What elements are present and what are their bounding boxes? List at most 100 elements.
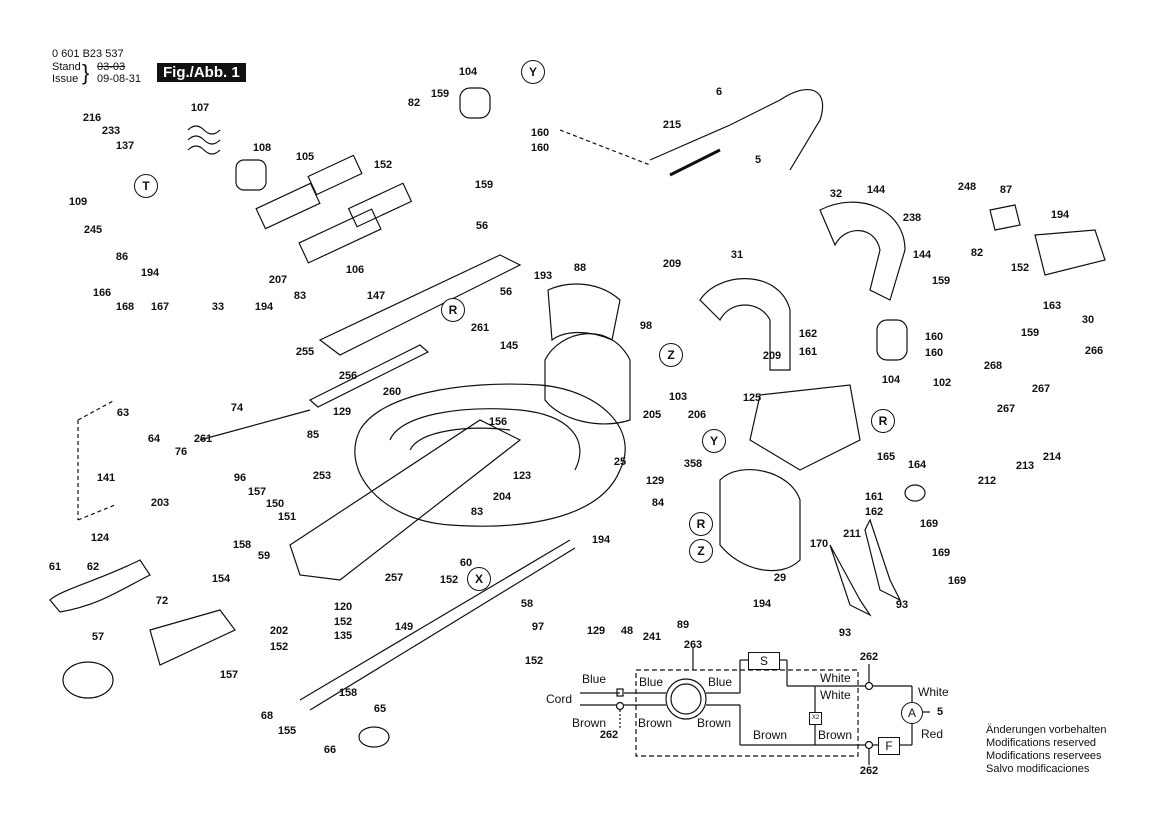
figure-title: Fig./Abb. 1 bbox=[157, 63, 246, 82]
part-number-label: 233 bbox=[101, 125, 121, 137]
part-number-label: 93 bbox=[895, 599, 909, 611]
issue-date: 09-08-31 bbox=[97, 73, 142, 85]
part-number-label: 206 bbox=[687, 409, 707, 421]
callout-r: R bbox=[689, 512, 713, 536]
part-number-label: 152 bbox=[439, 574, 459, 586]
rail-260 bbox=[308, 344, 430, 408]
part-number-label: 29 bbox=[773, 572, 787, 584]
part-number-label: 63 bbox=[116, 407, 130, 419]
part-number-label: 165 bbox=[876, 451, 896, 463]
part-number-label: 194 bbox=[591, 534, 611, 546]
knob-164 bbox=[904, 484, 926, 502]
part-number-label: 25 bbox=[613, 456, 627, 468]
part-number-label: 193 bbox=[533, 270, 553, 282]
part-number-label: 152 bbox=[373, 159, 393, 171]
lever-62 bbox=[49, 559, 151, 613]
part-number-label: 147 bbox=[366, 290, 386, 302]
part-number-label: 202 bbox=[269, 625, 289, 637]
part-number-label: 261 bbox=[193, 433, 213, 445]
callout-t: T bbox=[134, 174, 158, 198]
part-number-label: 144 bbox=[866, 184, 886, 196]
knob-65 bbox=[358, 726, 390, 748]
part-number-label: 123 bbox=[512, 470, 532, 482]
part-number-label: 266 bbox=[1084, 345, 1104, 357]
part-number-label: 152 bbox=[269, 641, 289, 653]
part-number-label: 149 bbox=[394, 621, 414, 633]
part-number-label: 238 bbox=[902, 212, 922, 224]
part-number-label: 163 bbox=[1042, 300, 1062, 312]
part-number-label: 32 bbox=[829, 188, 843, 200]
part-number-label: 215 bbox=[662, 119, 682, 131]
part-number-label: 135 bbox=[333, 630, 353, 642]
part-number-label: 170 bbox=[809, 538, 829, 550]
part-number-label: 213 bbox=[1015, 460, 1035, 472]
part-number-label: 158 bbox=[338, 687, 358, 699]
rail-56 bbox=[318, 254, 522, 356]
note-fr: Modifications reservees bbox=[986, 750, 1102, 762]
part-number-label: 168 bbox=[115, 301, 135, 313]
wire-brown-cord: Brown bbox=[572, 716, 607, 730]
modification-notes: Änderungen vorbehalten Modifications res… bbox=[986, 724, 1106, 776]
part-number-label: 72 bbox=[155, 595, 169, 607]
wire-brown-mid: Brown bbox=[753, 728, 788, 742]
part-number-label: 256 bbox=[338, 370, 358, 382]
part-number-label: 267 bbox=[1031, 383, 1051, 395]
table-arm bbox=[289, 419, 522, 581]
part-number-label: 209 bbox=[762, 350, 782, 362]
part-number-label: 159 bbox=[931, 275, 951, 287]
part-number-label: 160 bbox=[924, 347, 944, 359]
part-number-label: 137 bbox=[115, 140, 135, 152]
bracket-30 bbox=[1034, 229, 1106, 276]
wire-blue-out: Blue bbox=[708, 675, 733, 689]
part-number-label: 204 bbox=[492, 491, 512, 503]
part-number-label: 129 bbox=[645, 475, 665, 487]
callout-y: Y bbox=[702, 429, 726, 453]
blade-guard bbox=[544, 333, 631, 425]
part-number-label: 64 bbox=[147, 433, 161, 445]
rod-74 bbox=[199, 409, 311, 441]
note-en: Modifications reserved bbox=[986, 737, 1097, 749]
part-number-label: 167 bbox=[150, 301, 170, 313]
part-number-label: 169 bbox=[919, 518, 939, 530]
label-263: 263 bbox=[683, 639, 703, 651]
part-number-label: 157 bbox=[247, 486, 267, 498]
label-262-cord: 262 bbox=[599, 729, 619, 741]
part-number-label: 30 bbox=[1081, 314, 1095, 326]
part-number-label: 255 bbox=[295, 346, 315, 358]
part-number-label: 160 bbox=[924, 331, 944, 343]
motor-inner bbox=[670, 683, 702, 715]
part-number-label: 203 bbox=[150, 497, 170, 509]
part-number-label: 89 bbox=[676, 619, 690, 631]
part-number-label: 96 bbox=[233, 472, 247, 484]
wire-white-3: White bbox=[918, 685, 949, 699]
part-number-label: 268 bbox=[983, 360, 1003, 372]
cord-connector-blue bbox=[616, 688, 624, 697]
part-number-label: 98 bbox=[639, 320, 653, 332]
part-number-label: 253 bbox=[312, 470, 332, 482]
brace-icon: } bbox=[82, 60, 90, 85]
part-number-label: 150 bbox=[265, 498, 285, 510]
wire-white-2: White bbox=[820, 688, 851, 702]
callout-z: Z bbox=[659, 343, 683, 367]
part-number-label: 5 bbox=[754, 154, 762, 166]
part-number-label: 57 bbox=[91, 631, 105, 643]
part-number-label: 267 bbox=[996, 403, 1016, 415]
part-number-label: 31 bbox=[730, 249, 744, 261]
part-number-label: 106 bbox=[345, 264, 365, 276]
plate-93 bbox=[829, 544, 872, 617]
part-number-label: 162 bbox=[798, 328, 818, 340]
part-number-label: 164 bbox=[907, 459, 927, 471]
part-number-label: 82 bbox=[970, 247, 984, 259]
label-5: 5 bbox=[936, 706, 944, 718]
part-number-label: 6 bbox=[715, 86, 723, 98]
part-number-label: 109 bbox=[68, 196, 88, 208]
bracket-72 bbox=[149, 609, 236, 666]
document-number: 0 601 B23 537 bbox=[52, 48, 124, 60]
part-number-label: 66 bbox=[323, 744, 337, 756]
part-number-label: 245 bbox=[83, 224, 103, 236]
part-number-label: 88 bbox=[573, 262, 587, 274]
part-number-label: 194 bbox=[140, 267, 160, 279]
part-number-label: 104 bbox=[458, 66, 478, 78]
meter-a: A bbox=[901, 702, 923, 724]
